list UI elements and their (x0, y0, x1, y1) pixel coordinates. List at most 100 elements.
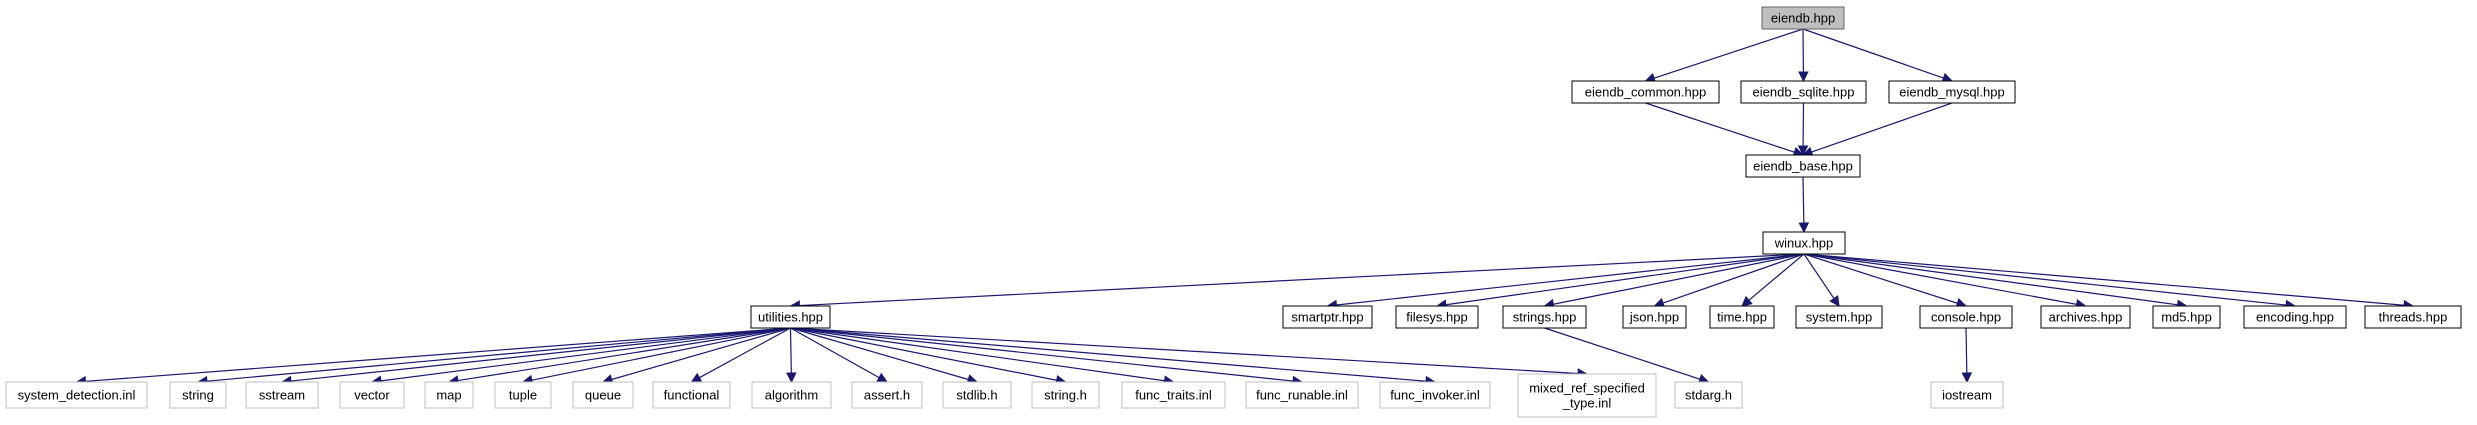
node-box (572, 381, 634, 409)
node-box (339, 381, 405, 409)
node-box (245, 381, 319, 409)
node-eiendb_hpp[interactable]: eiendb.hpp (1761, 6, 1845, 30)
node-label: functional (664, 388, 720, 403)
node-box (751, 381, 832, 409)
node-eiendb_sqlite_hpp[interactable]: eiendb_sqlite.hpp (1740, 80, 1867, 104)
node-label: utilities.hpp (758, 310, 823, 325)
edge-arrowhead (1798, 71, 1809, 83)
node-filesys_hpp[interactable]: filesys.hpp (1395, 305, 1479, 329)
edge-line (1803, 253, 2077, 305)
node-label: eiendb_mysql.hpp (1899, 85, 2005, 100)
node-label: filesys.hpp (1406, 310, 1467, 325)
edge-winux_hpp-to-time_hpp (1741, 253, 1805, 307)
node-iostream: iostream (1930, 381, 2004, 409)
node-json_hpp[interactable]: json.hpp (1622, 305, 1687, 329)
node-smartptr_hpp[interactable]: smartptr.hpp (1282, 305, 1373, 329)
edge-line (1803, 253, 1835, 299)
node-eiendb_base_hpp[interactable]: eiendb_base.hpp (1745, 154, 1861, 178)
edge-line (1802, 28, 1944, 79)
node-queue: queue (572, 381, 634, 409)
node-label: sstream (259, 388, 305, 403)
edge-arrowhead (1797, 145, 1809, 157)
node-layer: eiendb.hpp eiendb_common.hpp eiendb_sqlite… (5, 6, 2462, 418)
edge-line (457, 327, 791, 382)
edge-arrowhead (1961, 372, 1973, 384)
node-box (1379, 381, 1491, 409)
node-box (2364, 305, 2462, 329)
node-eiendb_mysql_hpp[interactable]: eiendb_mysql.hpp (1888, 80, 2016, 104)
node-label: eiendb_sqlite.hpp (1753, 85, 1855, 100)
edge-winux_hpp-to-archives_hpp (1803, 253, 2087, 310)
edge-line (290, 327, 791, 382)
node-box (2152, 305, 2221, 329)
node-label: encoding.hpp (2256, 310, 2334, 325)
node-console_hpp[interactable]: console.hpp (1919, 305, 2013, 329)
node-system_hpp[interactable]: system.hpp (1795, 305, 1883, 329)
node-strings_hpp[interactable]: strings.hpp (1502, 305, 1587, 329)
node-label: iostream (1942, 388, 1992, 403)
node-archives_hpp[interactable]: archives.hpp (2040, 305, 2131, 329)
node-threads_hpp[interactable]: threads.hpp (2364, 305, 2462, 329)
node-box (1740, 80, 1867, 104)
node-box (942, 381, 1012, 409)
node-encoding_hpp[interactable]: encoding.hpp (2243, 305, 2347, 329)
node-label: assert.h (864, 388, 910, 403)
node-label: eiendb.hpp (1771, 11, 1835, 26)
node-winux_hpp[interactable]: winux.hpp (1762, 231, 1846, 255)
node-label: smartptr.hpp (1291, 310, 1363, 325)
edge-line (1965, 327, 1968, 374)
edge-line (1336, 253, 1805, 306)
node-system_detection_inl: system_detection.inl (5, 381, 148, 409)
edge-line (611, 327, 791, 381)
node-box (1745, 154, 1861, 178)
node-box (1930, 381, 2004, 409)
edge-line (790, 327, 1294, 382)
node-string: string (169, 381, 227, 409)
node-utilities_hpp[interactable]: utilities.hpp (750, 305, 831, 329)
edge-utilities_hpp-to-func_invoker_inl (790, 327, 1437, 387)
edge-arrowhead (786, 372, 797, 384)
edge-line (799, 253, 1805, 307)
node-label: json.hpp (1629, 310, 1679, 325)
node-time_hpp[interactable]: time.hpp (1709, 305, 1775, 329)
edge-line (699, 327, 791, 379)
edge-line (789, 327, 792, 374)
node-label: vector (354, 388, 390, 403)
node-box (5, 381, 148, 409)
edge-layer (75, 28, 2415, 387)
node-eiendb_common_hpp[interactable]: eiendb_common.hpp (1571, 80, 1720, 104)
node-box (1795, 305, 1883, 329)
node-box (851, 381, 923, 409)
node-stdlib_h: stdlib.h (942, 381, 1012, 409)
edge-line (1544, 327, 1701, 380)
node-box (1121, 381, 1226, 409)
node-vector: vector (339, 381, 405, 409)
node-label: archives.hpp (2049, 310, 2123, 325)
edge-arrowhead (1798, 222, 1810, 234)
edge-console_hpp-to-iostream (1961, 327, 1973, 384)
edge-line (790, 327, 969, 381)
node-label: winux.hpp (1774, 236, 1834, 251)
node-box (1761, 6, 1845, 30)
edge-eiendb_hpp-to-eiendb_common_hpp (1644, 28, 1804, 84)
edge-eiendb_hpp-to-eiendb_mysql_hpp (1802, 28, 1954, 83)
edge-utilities_hpp-to-sstream (280, 327, 791, 387)
edge-winux_hpp-to-strings_hpp (1543, 253, 1805, 310)
node-md5_hpp[interactable]: md5.hpp (2152, 305, 2221, 329)
node-label: func_traits.inl (1135, 388, 1212, 403)
node-box (1031, 381, 1100, 409)
edge-arrowhead (1829, 295, 1840, 307)
node-sstream: sstream (245, 381, 319, 409)
node-assert_h: assert.h (851, 381, 923, 409)
node-label: eiendb_base.hpp (1753, 159, 1853, 174)
node-mixed_ref_specified_type_inl: mixed_ref_specified_type.inl (1517, 373, 1657, 418)
node-box (1245, 381, 1359, 409)
edge-line (1662, 253, 1805, 304)
edge-eiendb_base_hpp-to-winux_hpp (1798, 176, 1810, 234)
node-box (1502, 305, 1587, 329)
node-label: string (182, 388, 214, 403)
node-label: func_runable.inl (1256, 388, 1348, 403)
node-label: stdlib.h (956, 388, 997, 403)
edge-utilities_hpp-to-vector (370, 327, 791, 387)
